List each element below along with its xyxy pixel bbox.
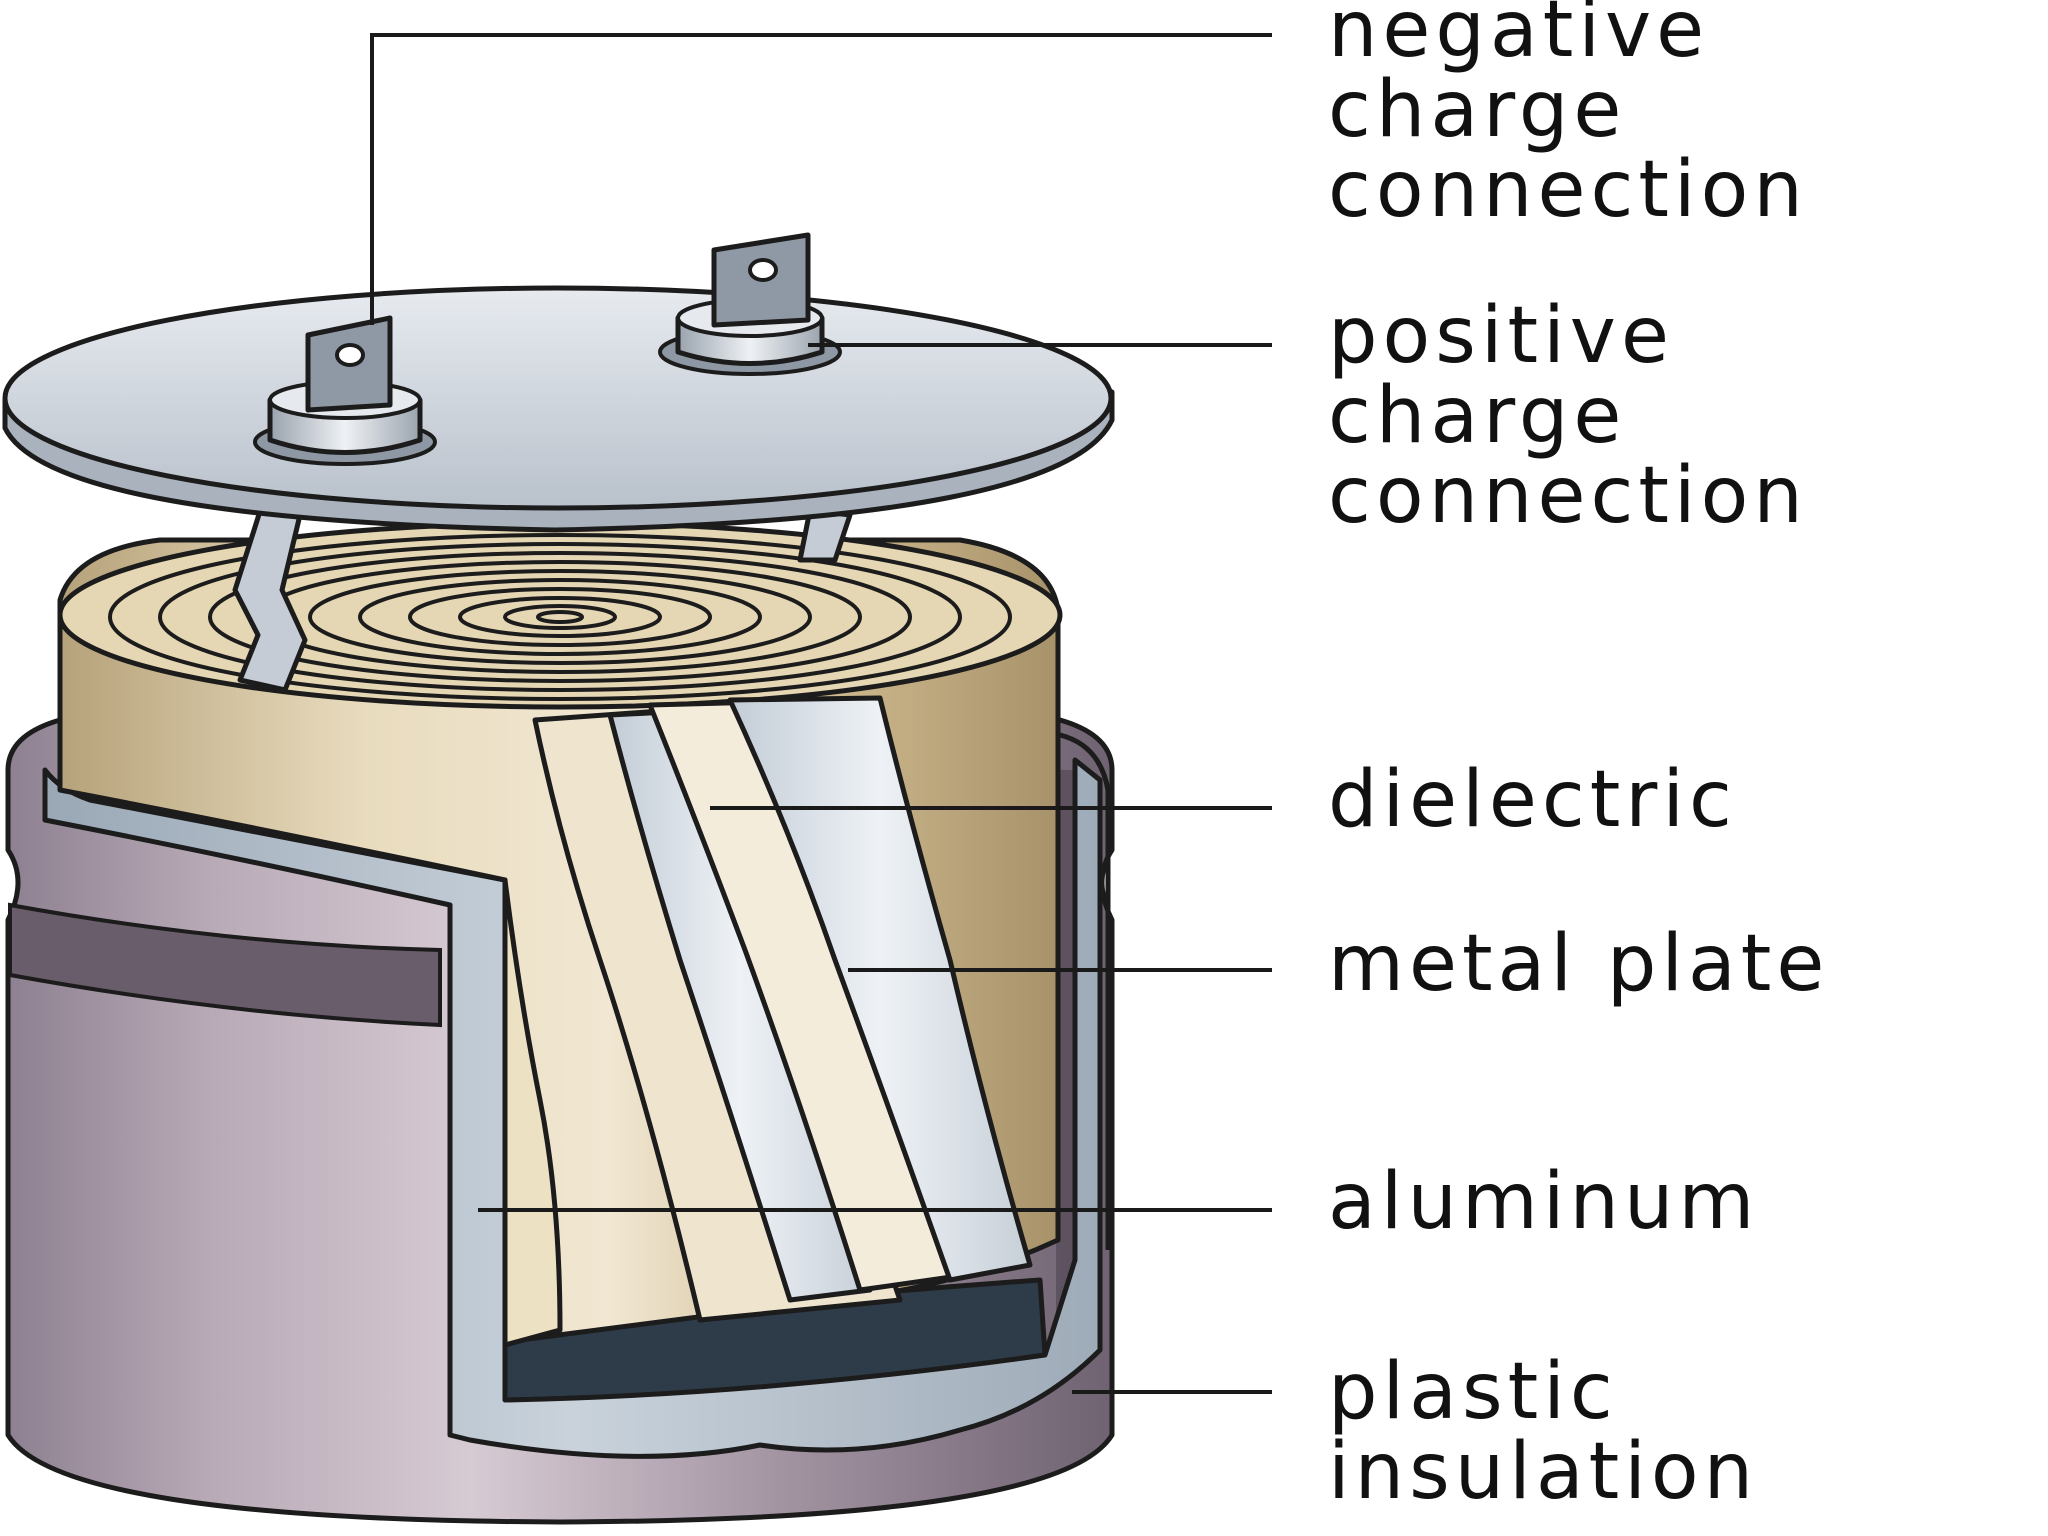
unrolled-layers (502, 695, 1033, 1348)
label-metal-plate: metal plate (1328, 919, 1829, 1009)
positive-terminal (658, 232, 842, 376)
label-plastic-insulation: plastic insulation (1328, 1347, 1758, 1517)
label-dielectric: dielectric (1328, 755, 1737, 845)
leader-negative (370, 33, 1272, 325)
negative-tab (232, 502, 308, 693)
lid (2, 285, 1115, 533)
label-aluminum: aluminum (1328, 1157, 1759, 1247)
label-positive-charge-connection: positive charge connection (1328, 291, 1808, 541)
label-negative-charge-connection: negative charge connection (1328, 0, 1808, 235)
aluminum-layer (42, 757, 1103, 1459)
leader-lines (370, 33, 1272, 1394)
negative-terminal (253, 315, 437, 466)
